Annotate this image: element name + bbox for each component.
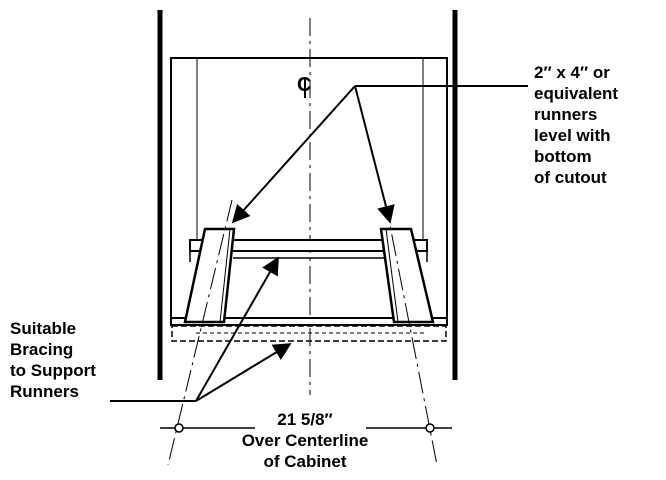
bracing-note-line: Suitable xyxy=(10,319,77,338)
dimension-point-left xyxy=(174,423,184,433)
runner-note: 2″ x 4″ or equivalent runners level with… xyxy=(534,62,618,188)
right-runner-centerline xyxy=(384,199,438,466)
left-runner xyxy=(183,227,236,324)
dimension-value: 21 5/8″ xyxy=(277,410,333,429)
runner-arrow-right xyxy=(354,85,395,224)
bracing-arrow-up xyxy=(195,256,279,402)
left-runner-centerline xyxy=(167,199,233,466)
right-runner-edge xyxy=(385,228,399,323)
runner-note-line: 2″ x 4″ or xyxy=(534,63,610,82)
bracing-note-line: to Support xyxy=(10,361,96,380)
runner-note-line: equivalent xyxy=(534,84,619,103)
runner-note-line: of cutout xyxy=(534,168,607,187)
runner-note-line: bottom xyxy=(534,147,592,166)
centerline-symbol-stroke xyxy=(304,78,306,98)
left-runner-edge xyxy=(219,228,231,323)
dimension-point-right xyxy=(425,423,435,433)
dashed-base-outline xyxy=(171,325,447,342)
runner-note-line: runners xyxy=(534,105,598,124)
runner-arrow-left xyxy=(231,85,356,224)
bracing-note-line: Bracing xyxy=(10,340,74,359)
bracing-bar xyxy=(189,239,428,252)
cutout-bottom-shelf xyxy=(170,317,448,326)
dimension-label: 21 5/8″ Over Centerline of Cabinet xyxy=(180,409,430,472)
right-runner xyxy=(379,227,435,324)
bracing-note: Suitable Bracing to Support Runners xyxy=(10,318,96,402)
bracing-arrow-down xyxy=(195,343,292,402)
dimension-caption-line: of Cabinet xyxy=(263,452,347,471)
bracing-note-line: Runners xyxy=(10,382,79,401)
dimension-caption-line: Over Centerline xyxy=(241,431,369,450)
runner-note-line: level with xyxy=(534,126,611,145)
